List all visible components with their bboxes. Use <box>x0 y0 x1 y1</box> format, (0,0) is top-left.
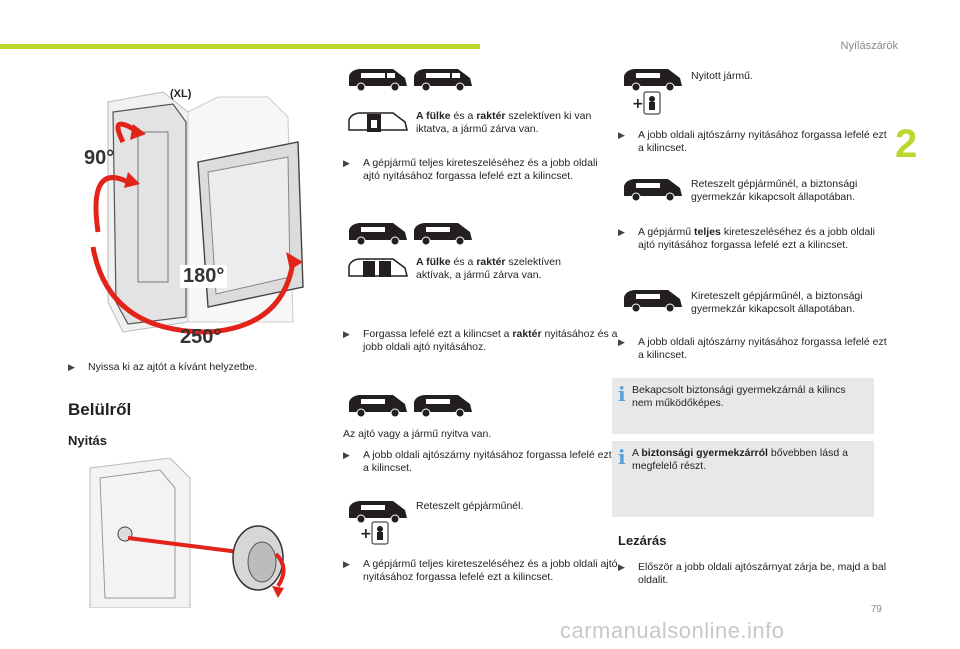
middle-bullet-2: ▶Forgassa lefelé ezt a kilincset a rakté… <box>343 328 618 353</box>
chapter-number: 2 <box>895 122 918 166</box>
arrow-bullet-icon: ▶ <box>618 337 625 347</box>
van-icon <box>622 176 684 202</box>
middle-bullet-3: ▶A jobb oldali ajtószárny nyitásához for… <box>343 449 612 474</box>
middle-bullet-4: ▶A gépjármű teljes kireteszeléséhez és a… <box>343 558 618 583</box>
svg-text:+: + <box>360 526 372 542</box>
arrow-bullet-icon: ▶ <box>68 362 75 372</box>
locked-vehicle-text: Reteszelt gépjárműnél. <box>416 500 524 512</box>
right-bullet-2: ▶A gépjármű teljes kireteszeléséhez és a… <box>618 226 875 251</box>
unlocked-child-off-text: Kireteszelt gépjárműnél, a biztonsági gy… <box>691 290 863 315</box>
watermark: carmanualsonline.info <box>560 618 785 643</box>
open-door-instruction: ▶Nyissa ki az ajtót a kívánt helyzetbe. <box>68 361 258 373</box>
open-vehicle-text: Az ajtó vagy a jármű nyitva van. <box>343 428 492 440</box>
arrow-bullet-icon: ▶ <box>343 559 350 569</box>
lock-icon <box>347 110 409 136</box>
arrow-bullet-icon: ▶ <box>343 329 350 339</box>
van-icon <box>347 66 409 92</box>
info-icon: i <box>618 445 626 469</box>
heading-inside: Belülről <box>68 400 132 419</box>
van-icon <box>347 498 409 524</box>
angle-label-250: 250° <box>180 326 222 348</box>
arrow-bullet-icon: ▶ <box>343 450 350 460</box>
middle-bullet-1: ▶A gépjármű teljes kireteszeléséhez és a… <box>343 157 598 182</box>
arrow-bullet-icon: ▶ <box>618 130 625 140</box>
block2-description: A fülke és a raktér szelektíven aktívak,… <box>416 256 561 281</box>
info-box-reference: i A biztonsági gyermekzárról bővebben lá… <box>612 441 874 517</box>
heading-closing: Lezárás <box>618 533 667 548</box>
van-icon <box>347 392 409 418</box>
heading-opening: Nyitás <box>68 433 108 448</box>
info-icon: i <box>618 382 626 406</box>
van-icon <box>622 287 684 313</box>
locked-child-off-text: Reteszelt gépjárműnél, a biztonsági gyer… <box>691 178 858 203</box>
info-box-child-lock: i Bekapcsolt biztonsági gyermekzárnál a … <box>612 378 874 434</box>
section-title: Nyílászárók <box>840 40 898 52</box>
inner-handle-illustration <box>80 458 312 608</box>
van-icon <box>412 66 474 92</box>
arrow-bullet-icon: ▶ <box>618 227 625 237</box>
rear-door-opening-illustration <box>68 72 330 344</box>
arrow-bullet-icon: ▶ <box>343 158 350 168</box>
van-icon <box>347 220 409 246</box>
van-icon <box>412 220 474 246</box>
open-vehicle-label: Nyitott jármű. <box>691 70 753 82</box>
angle-label-180: 180° <box>180 265 228 288</box>
van-icon <box>412 392 474 418</box>
block1-description: A fülke és a raktér szelektíven ki van i… <box>416 110 592 135</box>
child-lock-icon: + <box>360 520 390 546</box>
van-icon <box>622 66 684 92</box>
angle-label-90: 90° <box>84 147 115 169</box>
right-bullet-4: ▶Először a jobb oldali ajtószárnyat zárj… <box>618 561 887 586</box>
header-accent-bar <box>0 44 480 49</box>
svg-text:+: + <box>632 96 644 112</box>
lock-icon <box>347 256 409 282</box>
child-lock-icon: + <box>632 90 662 116</box>
variant-label: (XL) <box>170 88 192 100</box>
arrow-bullet-icon: ▶ <box>618 562 625 572</box>
right-bullet-3: ▶A jobb oldali ajtószárny nyitásához for… <box>618 336 887 361</box>
right-bullet-1: ▶A jobb oldali ajtószárny nyitásához for… <box>618 129 887 154</box>
page-number: 79 <box>870 604 882 615</box>
